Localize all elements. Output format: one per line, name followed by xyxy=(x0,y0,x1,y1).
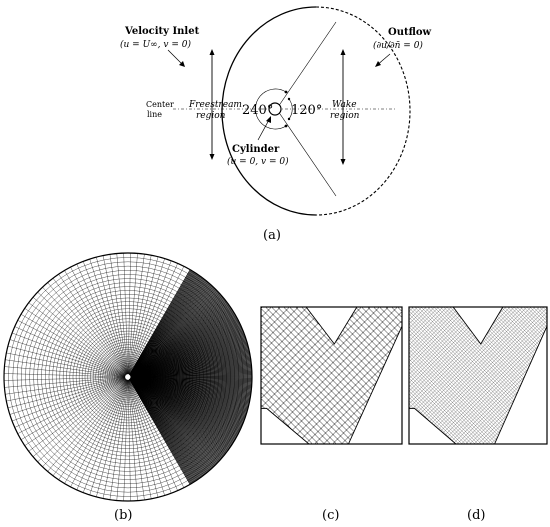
velocity-inlet-eq: (u = U∞, v = 0) xyxy=(120,39,191,50)
freestream-double-arrow xyxy=(209,49,215,160)
outflow-eq: (∂u/∂n̄ = 0) xyxy=(373,40,423,51)
angle-240-arc xyxy=(255,88,287,130)
angle-240-label: 240° xyxy=(242,103,273,118)
panel-a-schematic: Velocity Inlet (u = U∞, v = 0) Outflow (… xyxy=(120,6,432,243)
lower-split-line xyxy=(277,110,337,197)
panel-b-caption: (b) xyxy=(114,508,132,523)
panel-c-caption: (c) xyxy=(322,508,339,523)
mesh-b-cylinder xyxy=(125,374,131,380)
outflow-title: Outflow xyxy=(388,27,432,38)
velocity-inlet-title: Velocity Inlet xyxy=(124,26,200,37)
wake-label-1: Wake xyxy=(332,100,357,110)
center-line-label-1: Center xyxy=(146,100,174,109)
panel-d-frame xyxy=(408,306,548,445)
freestream-label-2: region xyxy=(196,111,226,121)
upper-split-line xyxy=(277,21,337,108)
panel-a-caption: (a) xyxy=(263,228,281,243)
freestream-label-1: Freestream xyxy=(188,100,242,110)
outflow-boundary-arc xyxy=(315,6,411,216)
mesh-b-grid xyxy=(3,252,253,502)
wake-double-arrow xyxy=(340,49,346,165)
panel-c-frame xyxy=(260,306,403,445)
mesh-b-outline xyxy=(3,252,253,502)
angle-120-label: 120° xyxy=(291,103,322,118)
panel-d-zoom: (d) xyxy=(408,306,548,523)
angle-120-arc xyxy=(288,98,293,120)
cylinder-title: Cylinder xyxy=(232,144,280,155)
center-line-label-2: line xyxy=(147,110,162,119)
panel-d-caption: (d) xyxy=(467,508,485,523)
cylinder-eq: (u = 0, v = 0) xyxy=(227,156,289,167)
cylinder-shape xyxy=(268,102,282,116)
wake-label-2: region xyxy=(330,111,360,121)
panel-b-mesh: (b) xyxy=(3,252,253,523)
inlet-boundary-arc xyxy=(221,6,317,216)
